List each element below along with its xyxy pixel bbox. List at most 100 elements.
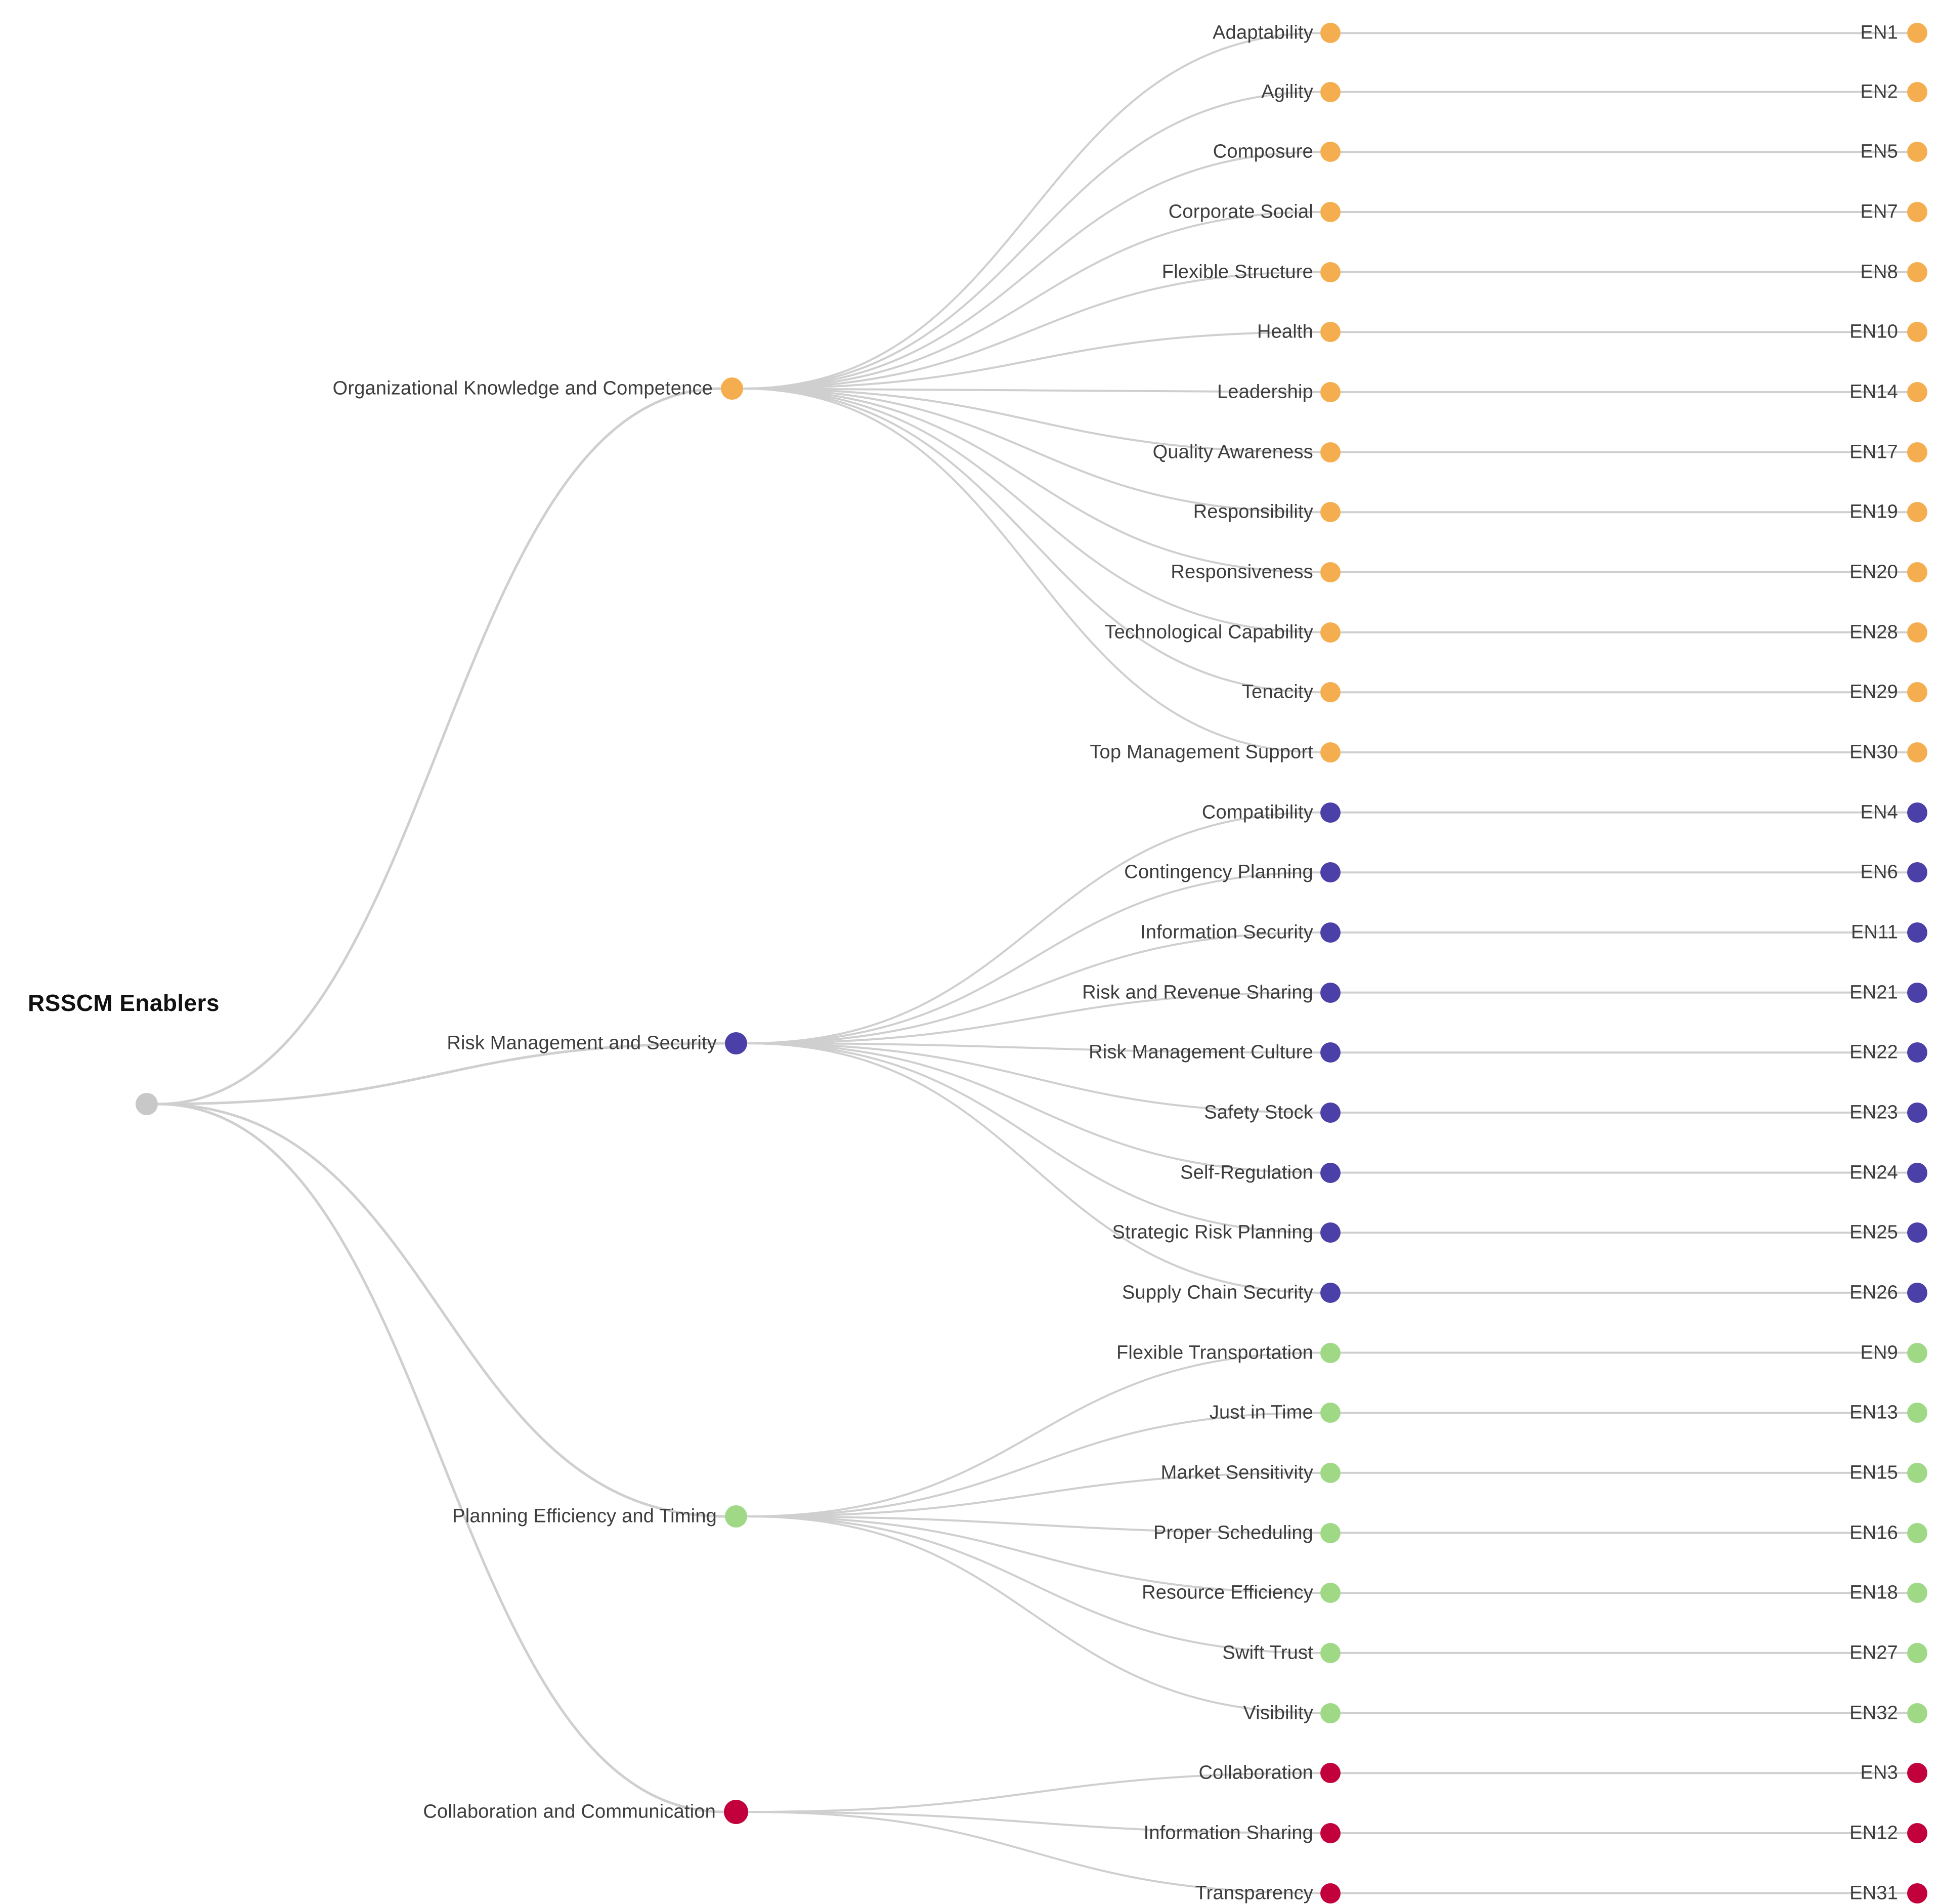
tree-link xyxy=(743,388,1321,694)
code-label-EN1: EN1 xyxy=(1860,22,1898,44)
leaf-node-dot-EN10[interactable] xyxy=(1320,322,1341,343)
code-node-dot-EN10[interactable] xyxy=(1907,322,1927,343)
leaf-node-dot-EN32[interactable] xyxy=(1320,1703,1341,1723)
code-node-dot-EN11[interactable] xyxy=(1907,922,1927,943)
code-node-dot-EN6[interactable] xyxy=(1907,862,1927,883)
leaf-node-dot-EN17[interactable] xyxy=(1320,442,1341,462)
leaf-node-dot-EN3[interactable] xyxy=(1320,1763,1341,1784)
code-node-dot-EN7[interactable] xyxy=(1907,201,1927,222)
leaf-node-dot-EN12[interactable] xyxy=(1320,1823,1341,1843)
code-node-dot-EN1[interactable] xyxy=(1907,23,1927,44)
category-node-dot-collaboration[interactable] xyxy=(724,1800,748,1824)
leaf-label-EN9: Flexible Transportation xyxy=(1116,1342,1313,1364)
tree-link xyxy=(743,331,1321,390)
code-label-EN23: EN23 xyxy=(1849,1102,1898,1123)
leaf-label-EN15: Market Sensitivity xyxy=(1160,1462,1313,1484)
leaf-node-dot-EN25[interactable] xyxy=(1320,1222,1341,1243)
code-node-dot-EN16[interactable] xyxy=(1907,1522,1927,1543)
code-node-dot-EN20[interactable] xyxy=(1907,562,1927,582)
root-node-dot[interactable] xyxy=(136,1093,158,1115)
code-node-dot-EN26[interactable] xyxy=(1907,1282,1927,1303)
leaf-node-dot-EN22[interactable] xyxy=(1320,1042,1341,1063)
category-node-dot-organizational[interactable] xyxy=(721,377,743,400)
tree-link xyxy=(743,32,1321,390)
category-label-planning: Planning Efficiency and Timing xyxy=(452,1505,717,1527)
leaf-label-EN32: Visibility xyxy=(1243,1702,1313,1724)
code-node-dot-EN27[interactable] xyxy=(1907,1642,1927,1663)
tree-link xyxy=(747,931,1321,1044)
code-node-dot-EN28[interactable] xyxy=(1907,622,1927,643)
code-label-EN9: EN9 xyxy=(1860,1342,1898,1364)
leaf-node-dot-EN15[interactable] xyxy=(1320,1462,1341,1483)
code-node-dot-EN25[interactable] xyxy=(1907,1222,1927,1243)
leaf-node-dot-EN1[interactable] xyxy=(1320,23,1341,44)
code-node-dot-EN30[interactable] xyxy=(1907,742,1927,763)
leaf-node-dot-EN28[interactable] xyxy=(1320,622,1341,643)
code-node-dot-EN3[interactable] xyxy=(1907,1763,1927,1784)
leaf-node-dot-EN20[interactable] xyxy=(1320,562,1341,582)
leaf-node-dot-EN8[interactable] xyxy=(1320,262,1341,282)
leaf-node-dot-EN7[interactable] xyxy=(1320,201,1341,222)
leaf-node-dot-EN27[interactable] xyxy=(1320,1642,1341,1663)
leaf-label-EN6: Contingency Planning xyxy=(1124,861,1313,883)
tree-link xyxy=(747,1412,1321,1517)
leaf-node-dot-EN18[interactable] xyxy=(1320,1583,1341,1603)
code-label-EN27: EN27 xyxy=(1849,1642,1898,1664)
leaf-label-EN8: Flexible Structure xyxy=(1161,261,1313,283)
leaf-node-dot-EN14[interactable] xyxy=(1320,382,1341,402)
code-node-dot-EN12[interactable] xyxy=(1907,1823,1927,1843)
code-label-EN30: EN30 xyxy=(1849,741,1898,763)
code-label-EN14: EN14 xyxy=(1849,381,1898,403)
code-node-dot-EN4[interactable] xyxy=(1907,802,1927,823)
code-node-dot-EN8[interactable] xyxy=(1907,262,1927,282)
code-node-dot-EN18[interactable] xyxy=(1907,1583,1927,1603)
code-node-dot-EN19[interactable] xyxy=(1907,502,1927,523)
code-node-dot-EN14[interactable] xyxy=(1907,382,1927,402)
leaf-node-dot-EN29[interactable] xyxy=(1320,682,1341,703)
leaf-label-EN25: Strategic Risk Planning xyxy=(1112,1221,1313,1243)
leaf-node-dot-EN23[interactable] xyxy=(1320,1102,1341,1123)
code-label-EN20: EN20 xyxy=(1849,561,1898,583)
code-node-dot-EN5[interactable] xyxy=(1907,142,1927,162)
code-label-EN17: EN17 xyxy=(1849,441,1898,463)
code-node-dot-EN32[interactable] xyxy=(1907,1703,1927,1723)
code-node-dot-EN24[interactable] xyxy=(1907,1162,1927,1183)
leaf-label-EN2: Agility xyxy=(1261,81,1313,103)
leaf-node-dot-EN5[interactable] xyxy=(1320,142,1341,162)
code-node-dot-EN31[interactable] xyxy=(1907,1883,1927,1903)
code-label-EN7: EN7 xyxy=(1860,201,1898,223)
leaf-node-dot-EN16[interactable] xyxy=(1320,1522,1341,1543)
leaf-node-dot-EN13[interactable] xyxy=(1320,1403,1341,1423)
tree-link xyxy=(743,91,1321,390)
code-node-dot-EN17[interactable] xyxy=(1907,442,1927,462)
code-node-dot-EN2[interactable] xyxy=(1907,81,1927,102)
leaf-node-dot-EN11[interactable] xyxy=(1320,922,1341,943)
code-node-dot-EN15[interactable] xyxy=(1907,1462,1927,1483)
code-label-EN18: EN18 xyxy=(1849,1582,1898,1603)
code-node-dot-EN9[interactable] xyxy=(1907,1342,1927,1363)
leaf-node-dot-EN26[interactable] xyxy=(1320,1282,1341,1303)
code-node-dot-EN22[interactable] xyxy=(1907,1042,1927,1063)
leaf-node-dot-EN21[interactable] xyxy=(1320,982,1341,1003)
leaf-node-dot-EN24[interactable] xyxy=(1320,1162,1341,1183)
tree-link xyxy=(743,388,1321,753)
leaf-node-dot-EN2[interactable] xyxy=(1320,81,1341,102)
leaf-node-dot-EN30[interactable] xyxy=(1320,742,1341,763)
category-node-dot-risk[interactable] xyxy=(725,1032,747,1054)
leaf-node-dot-EN4[interactable] xyxy=(1320,802,1341,823)
code-node-dot-EN13[interactable] xyxy=(1907,1403,1927,1423)
code-node-dot-EN29[interactable] xyxy=(1907,682,1927,703)
leaf-node-dot-EN9[interactable] xyxy=(1320,1342,1341,1363)
leaf-node-dot-EN31[interactable] xyxy=(1320,1883,1341,1903)
code-label-EN24: EN24 xyxy=(1849,1162,1898,1183)
leaf-label-EN18: Resource Efficiency xyxy=(1142,1582,1313,1603)
code-node-dot-EN23[interactable] xyxy=(1907,1102,1927,1123)
category-node-dot-planning[interactable] xyxy=(725,1505,747,1528)
code-node-dot-EN21[interactable] xyxy=(1907,982,1927,1003)
code-label-EN4: EN4 xyxy=(1860,801,1898,823)
leaf-label-EN21: Risk and Revenue Sharing xyxy=(1082,982,1313,1003)
code-label-EN12: EN12 xyxy=(1849,1822,1898,1844)
leaf-node-dot-EN19[interactable] xyxy=(1320,502,1341,523)
tree-link xyxy=(748,1811,1321,1834)
leaf-node-dot-EN6[interactable] xyxy=(1320,862,1341,883)
